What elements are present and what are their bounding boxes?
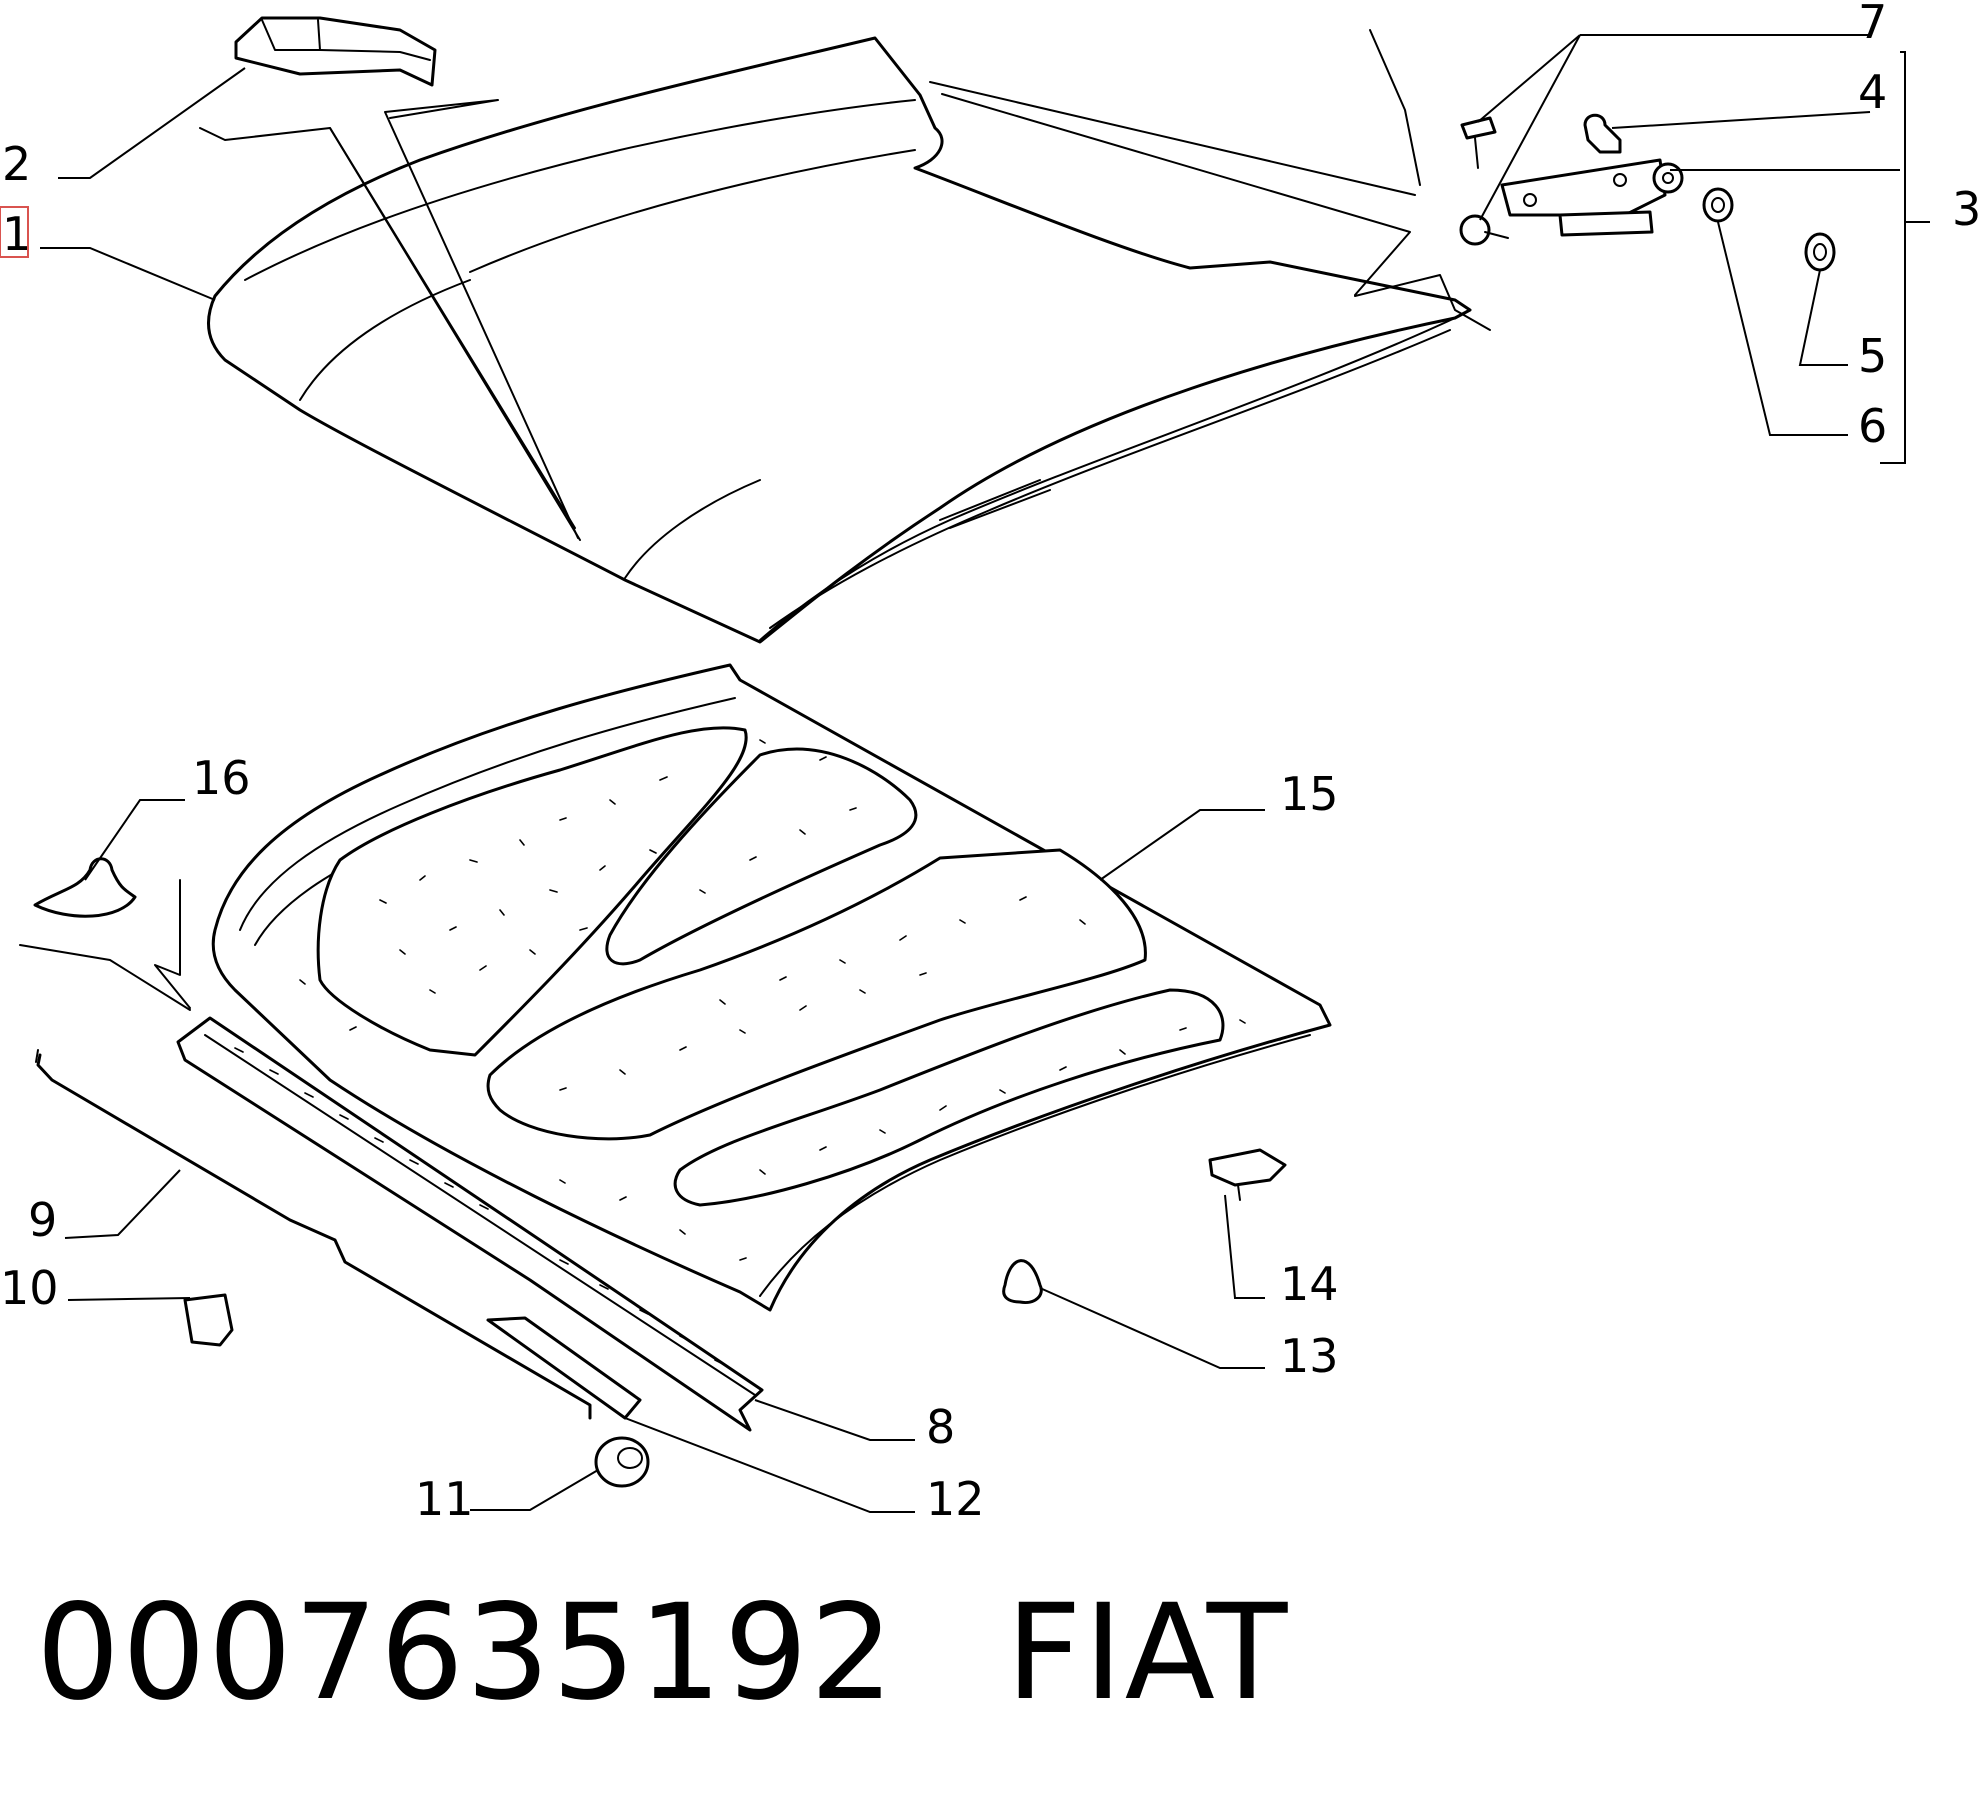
part-14-bracket bbox=[1208, 1148, 1287, 1201]
callout-3: 3 bbox=[1952, 182, 1981, 236]
brand-name: FIAT bbox=[1005, 1576, 1290, 1730]
callout-8: 8 bbox=[926, 1400, 955, 1454]
part-6-washer bbox=[1702, 187, 1734, 223]
callout-15: 15 bbox=[1280, 767, 1339, 821]
callout-1-highlight bbox=[0, 206, 29, 258]
part-8-seal-strip bbox=[176, 1016, 764, 1432]
callout-10: 10 bbox=[0, 1261, 59, 1315]
callout-1: 1 bbox=[2, 207, 31, 261]
locator-lines-top bbox=[199, 29, 1491, 541]
callout-5: 5 bbox=[1858, 329, 1887, 383]
part-9-rod bbox=[35, 1049, 592, 1420]
part-7-bolt-top bbox=[1460, 116, 1497, 169]
callout-14: 14 bbox=[1280, 1257, 1339, 1311]
part-number: 0007635192 bbox=[36, 1576, 896, 1730]
part-2-bracket bbox=[234, 16, 437, 87]
leader-lines bbox=[40, 34, 1930, 1513]
hinge-assembly bbox=[1500, 158, 1684, 237]
part-4-pin bbox=[1583, 113, 1622, 154]
part-11-bumper bbox=[594, 1436, 650, 1488]
part-16-clip bbox=[33, 857, 137, 918]
part-7-bolt-lower bbox=[1459, 214, 1509, 246]
bonnet-outer-panel bbox=[206, 36, 1472, 644]
callout-12: 12 bbox=[926, 1472, 985, 1526]
callout-7: 7 bbox=[1858, 0, 1887, 49]
callout-2: 2 bbox=[2, 137, 31, 191]
part-13-clip bbox=[1002, 1259, 1043, 1305]
part-5-washer bbox=[1804, 232, 1836, 272]
callout-4: 4 bbox=[1858, 65, 1887, 119]
callout-16: 16 bbox=[192, 751, 251, 805]
callout-9: 9 bbox=[28, 1193, 57, 1247]
locator-lines-mid bbox=[19, 879, 191, 1011]
part-caption: 0007635192 FIAT bbox=[36, 1578, 1289, 1728]
callout-6: 6 bbox=[1858, 399, 1887, 453]
callout-labels: 1 2 7 4 3 5 6 16 15 9 10 8 11 12 14 13 bbox=[0, 0, 1981, 1526]
part-12-strip bbox=[486, 1316, 642, 1420]
callout-13: 13 bbox=[1280, 1329, 1339, 1383]
hood-inner-panel bbox=[211, 663, 1332, 1312]
callout-11: 11 bbox=[415, 1472, 474, 1526]
part-10-clip bbox=[183, 1293, 234, 1347]
